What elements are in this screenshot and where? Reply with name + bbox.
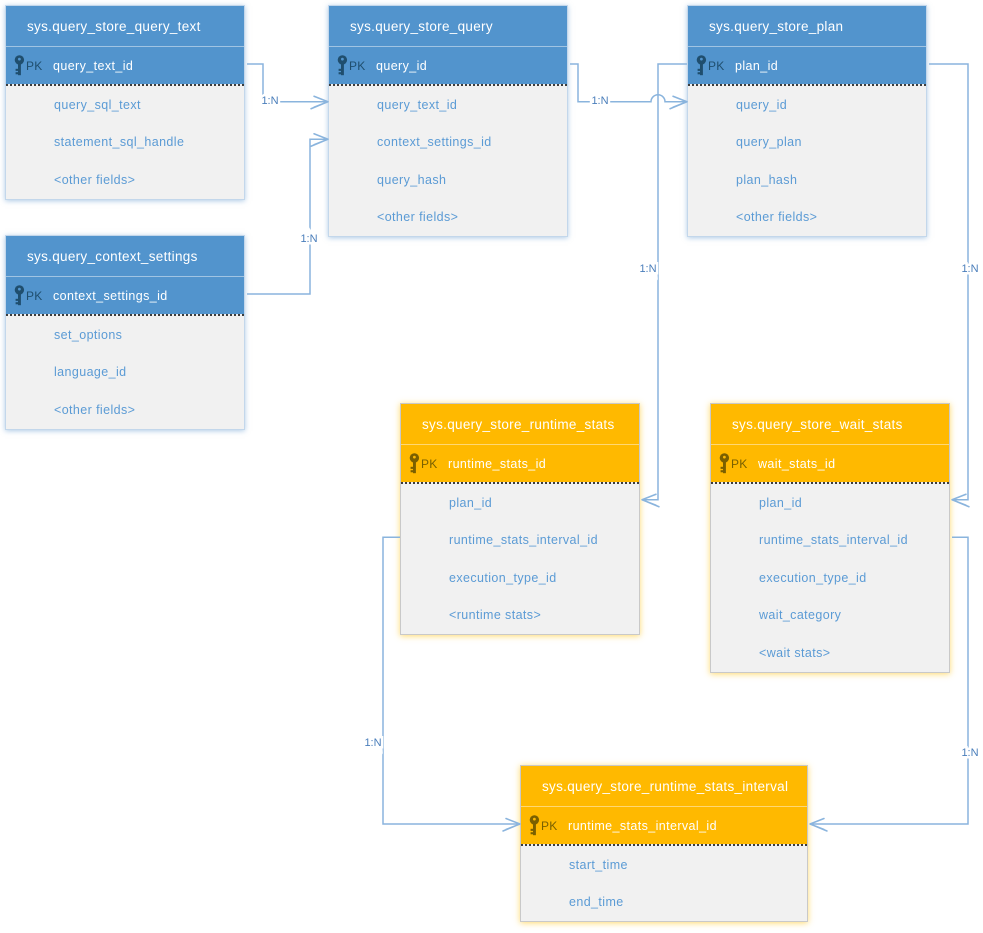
field-row: <other fields>	[54, 402, 136, 417]
field-row: statement_sql_handle	[54, 135, 185, 150]
primary-key-row: PK query_text_id	[6, 46, 244, 84]
field-row: runtime_stats_interval_id	[759, 533, 908, 548]
field-row: query_sql_text	[54, 97, 141, 112]
pk-tag: PK	[541, 818, 558, 833]
field-row: end_time	[569, 895, 624, 910]
key-icon	[695, 55, 708, 76]
pk-field-name: runtime_stats_id	[448, 456, 547, 471]
arrowhead-icon	[310, 133, 329, 147]
primary-key-row: PK runtime_stats_id	[401, 444, 639, 482]
field-list: set_options language_id <other fields>	[6, 314, 244, 429]
arrowhead-icon	[310, 95, 329, 110]
connector-line	[247, 138, 328, 295]
pk-tag: PK	[26, 58, 43, 73]
cardinality-label: 1:N	[261, 95, 278, 107]
field-row: set_options	[54, 327, 123, 342]
pk-tag: PK	[708, 58, 725, 73]
entity-title: sys.query_store_query_text	[6, 6, 244, 46]
field-list: plan_id runtime_stats_interval_id executio…	[711, 482, 949, 672]
key-icon	[528, 815, 541, 836]
field-list: query_text_id context_settings_id query_ha…	[329, 84, 567, 236]
field-row: <runtime stats>	[449, 608, 542, 623]
primary-key-row: PK runtime_stats_interval_id	[521, 806, 807, 844]
field-row: execution_type_id	[759, 570, 867, 585]
cardinality-label: 1:N	[364, 737, 381, 749]
key-icon	[13, 285, 26, 306]
cardinality-label: 1:N	[300, 233, 317, 245]
pk-field-name: wait_stats_id	[758, 456, 836, 471]
field-row: query_id	[736, 97, 788, 112]
field-row: language_id	[54, 365, 127, 380]
cardinality-label: 1:N	[591, 95, 608, 107]
pk-field-name: runtime_stats_interval_id	[568, 818, 717, 833]
entity-title: sys.query_store_runtime_stats	[401, 404, 639, 444]
field-row: runtime_stats_interval_id	[449, 533, 598, 548]
arrowhead-icon	[669, 95, 688, 110]
key-icon	[408, 453, 421, 474]
connector-line	[247, 63, 328, 103]
pk-field-name: context_settings_id	[53, 288, 168, 303]
primary-key-row: PK plan_id	[688, 46, 926, 84]
entity-title: sys.query_store_wait_stats	[711, 404, 949, 444]
field-list: start_time end_time	[521, 844, 807, 921]
pk-tag: PK	[26, 288, 43, 303]
field-row: <other fields>	[736, 210, 818, 225]
arrowhead-icon	[641, 493, 660, 508]
arrowhead-icon	[951, 493, 970, 508]
pk-tag: PK	[421, 456, 438, 471]
key-icon	[718, 453, 731, 474]
field-list: query_sql_text statement_sql_handle <other…	[6, 84, 244, 199]
pk-field-name: query_text_id	[53, 58, 134, 73]
entity-title: sys.query_store_runtime_stats_interval	[521, 766, 807, 806]
field-row: <other fields>	[377, 210, 459, 225]
primary-key-row: PK query_id	[329, 46, 567, 84]
pk-field-name: query_id	[376, 58, 428, 73]
field-row: plan_id	[449, 495, 493, 510]
key-icon	[336, 55, 349, 76]
field-row: wait_category	[759, 608, 842, 623]
field-row: <wait stats>	[759, 645, 831, 660]
primary-key-row: PK context_settings_id	[6, 276, 244, 314]
pk-tag: PK	[731, 456, 748, 471]
entity-title: sys.query_store_query	[329, 6, 567, 46]
field-row: execution_type_id	[449, 570, 557, 585]
field-row: query_plan	[736, 135, 802, 150]
entity-title: sys.query_store_plan	[688, 6, 926, 46]
field-row: start_time	[569, 857, 628, 872]
field-list: query_id query_plan plan_hash <other fields…	[688, 84, 926, 236]
primary-key-row: PK wait_stats_id	[711, 444, 949, 482]
pk-field-name: plan_id	[735, 58, 779, 73]
field-row: plan_id	[759, 495, 803, 510]
arrowhead-icon	[809, 817, 828, 832]
field-row: <other fields>	[54, 172, 136, 187]
key-icon	[13, 55, 26, 76]
connector-line	[642, 63, 687, 501]
field-list: plan_id runtime_stats_interval_id executio…	[401, 482, 639, 634]
field-row: plan_hash	[736, 172, 798, 187]
entity-title: sys.query_context_settings	[6, 236, 244, 276]
connector-line	[570, 63, 687, 103]
field-row: query_text_id	[377, 97, 458, 112]
pk-tag: PK	[349, 58, 366, 73]
field-row: query_hash	[377, 172, 447, 187]
cardinality-label: 1:N	[639, 263, 656, 275]
cardinality-label: 1:N	[961, 263, 978, 275]
arrowhead-icon	[502, 817, 521, 832]
field-row: context_settings_id	[377, 135, 492, 150]
cardinality-label: 1:N	[961, 747, 978, 759]
